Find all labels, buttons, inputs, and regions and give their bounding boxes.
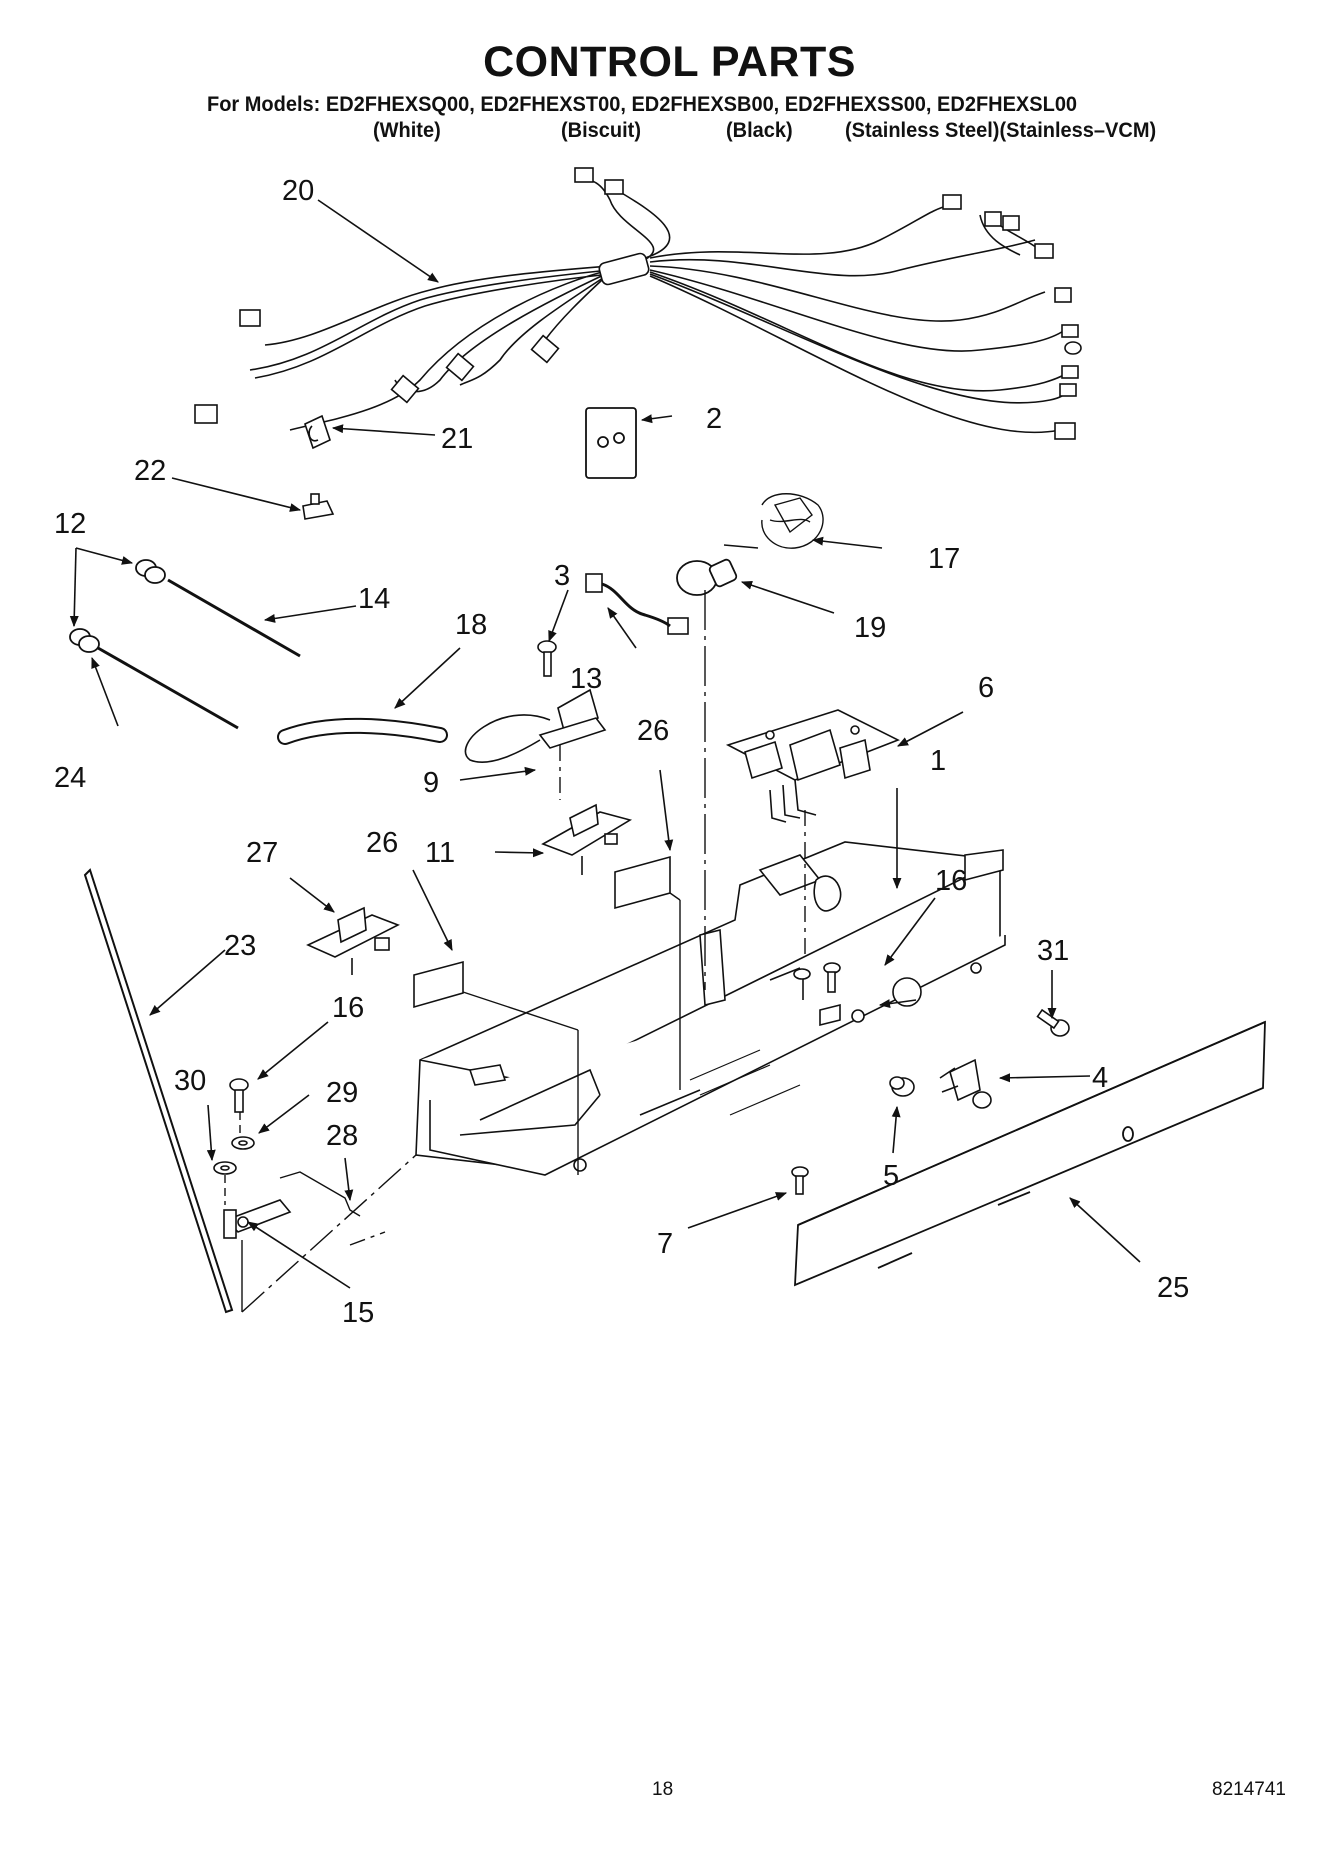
callout-30: 30 [174, 1065, 206, 1097]
part-18-tube [277, 717, 448, 745]
callout-13: 13 [570, 663, 602, 695]
callout-2: 2 [706, 403, 722, 435]
models-line: For Models: ED2FHEXSQ00, ED2FHEXST00, ED… [207, 92, 1078, 116]
callout-9: 9 [423, 767, 439, 799]
part-31-screw [1036, 1008, 1070, 1037]
part-6-control-board [725, 709, 900, 823]
callout-14: 14 [358, 583, 390, 615]
part-19-bulb [676, 558, 738, 596]
callout-26: 26 [637, 715, 669, 747]
part-12-grommets [69, 559, 166, 653]
callout-27: 27 [246, 837, 278, 869]
part-29-washer [231, 1136, 255, 1150]
callout-18: 18 [455, 609, 487, 641]
part-11-bracket [541, 803, 633, 875]
callout-25: 25 [1157, 1272, 1189, 1304]
callout-20: 20 [282, 175, 314, 207]
callout-26: 26 [366, 827, 398, 859]
part-4-switch [939, 1058, 992, 1109]
callout-numbers: 20 2 21 22 12 14 17 3 19 18 13 6 26 24 9… [54, 175, 1189, 1329]
callout-5: 5 [883, 1160, 899, 1192]
callout-31: 31 [1037, 935, 1069, 967]
part-1-control-housing [415, 841, 1006, 1176]
alignment-lines [224, 590, 806, 1313]
callout-1: 1 [930, 745, 946, 777]
page-number: 18 [652, 1779, 674, 1800]
callout-4: 4 [1092, 1062, 1108, 1094]
part-27-bracket [306, 906, 400, 975]
part-26-labels [413, 855, 671, 1009]
part-14-rod [167, 578, 301, 658]
callout-22: 22 [134, 455, 166, 487]
part-24-rod [97, 646, 239, 730]
part-16-screw-upper [823, 962, 841, 993]
callout-3: 3 [554, 560, 570, 592]
color-white: (White) [373, 118, 441, 142]
callout-12: 12 [54, 508, 86, 540]
callout-6: 6 [978, 672, 994, 704]
callout-21: 21 [441, 423, 473, 455]
callout-16: 16 [332, 992, 364, 1024]
callout-7: 7 [657, 1228, 673, 1260]
part-17-lamp-socket [723, 493, 824, 549]
document-number: 8214741 [1212, 1779, 1286, 1800]
leader-arrows [69, 199, 1141, 1289]
harness-connectors [194, 167, 1082, 440]
callout-17: 17 [928, 543, 960, 575]
part-16-screw-lower [229, 1078, 249, 1113]
page-title: CONTROL PARTS [483, 38, 856, 86]
part-22-clip [302, 493, 335, 520]
callout-16: 16 [935, 865, 967, 897]
callout-11: 11 [425, 837, 455, 869]
part-15-hinge-bracket [223, 1199, 292, 1239]
callout-29: 29 [326, 1077, 358, 1109]
part-30-washer [213, 1161, 237, 1175]
part-5-button [889, 1076, 915, 1097]
part-3-screw [537, 640, 557, 677]
callout-24: 24 [54, 762, 86, 794]
wire-harness [249, 177, 1071, 434]
color-stainless: (Stainless Steel)(Stainless–VCM) [845, 118, 1157, 142]
callout-28: 28 [326, 1120, 358, 1152]
part-23-strip [83, 868, 234, 1314]
callout-19: 19 [854, 612, 886, 644]
part-21-clip [304, 414, 331, 450]
part-25-cover-panel [794, 1020, 1266, 1287]
callout-15: 15 [342, 1297, 374, 1329]
part-7-screw [791, 1166, 809, 1195]
color-black: (Black) [726, 118, 793, 142]
part-2-plate [585, 407, 637, 479]
part-13-connector [585, 573, 689, 635]
color-biscuit: (Biscuit) [561, 118, 641, 142]
callout-23: 23 [224, 930, 256, 962]
part-9-switch [464, 688, 607, 763]
